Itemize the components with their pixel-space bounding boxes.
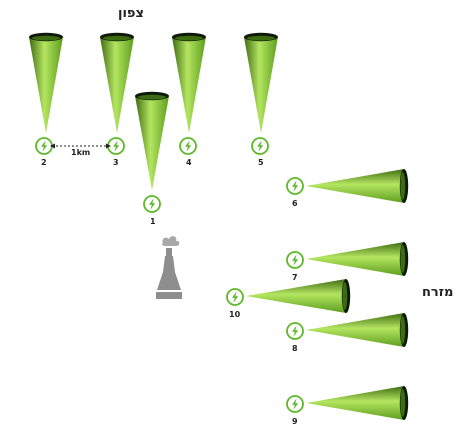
cone-9 — [306, 386, 409, 420]
station-label-5: 5 — [258, 158, 264, 167]
lightning-bolt-circle-icon — [179, 137, 197, 155]
lightning-bolt-circle-icon — [286, 322, 304, 340]
cone-1 — [135, 91, 169, 190]
cone-5 — [244, 32, 278, 133]
east-label: מזרח — [422, 285, 454, 300]
cone-3 — [100, 32, 134, 133]
station-label-8: 8 — [292, 344, 298, 353]
lightning-bolt-circle-icon — [35, 137, 53, 155]
power-plant-icon — [156, 236, 182, 299]
distance-arrow — [50, 143, 111, 149]
lightning-bolt-circle-icon — [226, 288, 244, 306]
lightning-bolt-circle-icon — [143, 195, 161, 213]
lightning-bolt-circle-icon — [286, 177, 304, 195]
lightning-bolt-circle-icon — [286, 395, 304, 413]
cone-2 — [29, 32, 63, 133]
station-label-7: 7 — [292, 273, 298, 282]
north-label: צפון — [118, 6, 144, 21]
distance-label: 1km — [71, 148, 91, 157]
cone-7 — [306, 242, 409, 276]
station-label-6: 6 — [292, 199, 298, 208]
station-label-10: 10 — [229, 310, 241, 319]
lightning-bolt-circle-icon — [286, 251, 304, 269]
lightning-bolt-circle-icon — [251, 137, 269, 155]
cone-6 — [306, 169, 409, 203]
station-label-1: 1 — [150, 217, 156, 226]
cone-10 — [246, 279, 351, 313]
station-label-9: 9 — [292, 417, 298, 426]
station-label-2: 2 — [41, 158, 47, 167]
station-label-4: 4 — [186, 158, 192, 167]
cone-layer — [29, 32, 409, 420]
cone-4 — [172, 32, 206, 133]
station-label-3: 3 — [113, 158, 119, 167]
cone-8 — [306, 313, 409, 347]
icon-layer — [35, 137, 304, 413]
